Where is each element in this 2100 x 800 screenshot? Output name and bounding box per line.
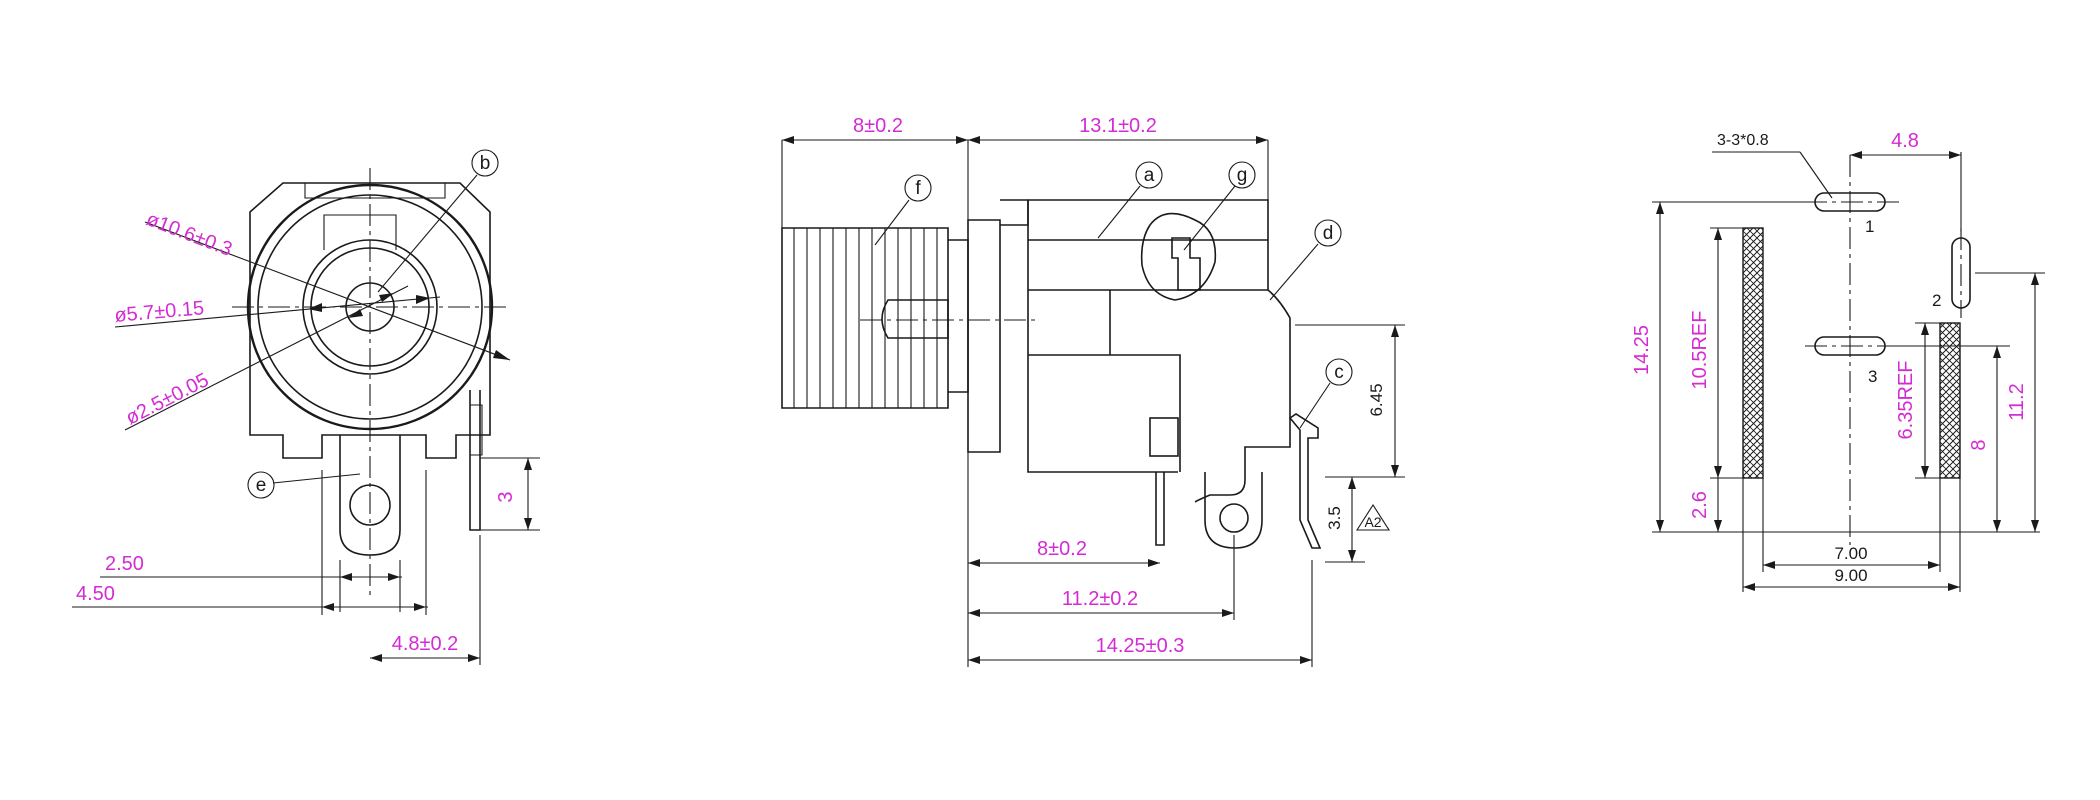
callout-b [471,149,499,177]
side-dim-height: 6.45 [1367,383,1386,416]
wall-left [1742,227,1764,479]
side-dim-pin-8: 8±0.2 [1037,538,1087,560]
callout-a [1135,161,1163,189]
side-thread [781,227,949,409]
front-dim-width-large: 4.50 [76,583,115,605]
svg-text:2: 2 [1932,291,1941,310]
svg-text:3: 3 [1868,367,1877,386]
side-flange [967,219,1001,453]
side-body [1028,199,1291,503]
footprint-view: 1 2 3 3-3*0.8 4.8 14.25 10.5REF 2.6 [1631,130,2045,592]
svg-text:a: a [1144,165,1155,186]
slot-spec: 3-3*0.8 [1717,132,1769,149]
callout-f [904,174,932,202]
svg-text:1: 1 [1865,217,1874,236]
footprint-dim-inner-width: 7.00 [1834,544,1867,563]
side-dim-body-length: 13.1±0.2 [1079,115,1157,137]
front-dim-mid-diameter: ø5.7±0.15 [114,297,205,327]
front-dim-pin-offset: 4.8±0.2 [392,633,459,655]
callout-c [1325,358,1353,386]
svg-text:f: f [915,178,921,199]
footprint-dim-left-ref: 10.5REF [1689,311,1711,390]
footprint-dim-total-height: 14.25 [1631,325,1653,375]
front-dim-inner-diameter: ø2.5±0.05 [122,369,212,429]
front-dim-outer-diameter: ø10.6±0.3 [143,208,235,261]
footprint-dim-outer-width: 9.00 [1834,566,1867,585]
side-spring-pin [1288,413,1322,549]
side-dim-pin-drop: 3.5 [1325,506,1344,530]
front-dim-pin-height: 3 [495,491,517,502]
front-pin [339,435,401,556]
front-dim-width-small: 2.50 [105,553,144,575]
svg-text:g: g [1237,165,1248,186]
footprint-dim-top-offset: 4.8 [1891,130,1919,152]
side-dim-thread-length: 8±0.2 [853,115,903,137]
callout-g [1228,161,1256,189]
side-dim-pin-11: 11.2±0.2 [1062,588,1138,610]
svg-text:A2: A2 [1364,514,1381,530]
wall-right [1939,322,1961,479]
revision-triangle [1355,503,1391,531]
front-view: 3 2.50 4.50 4.8±0.2 ø10.6±0.3 ø5.7±0.15 … [72,149,540,665]
footprint-dim-right-ref: 6.35REF [1895,361,1917,440]
svg-text:e: e [256,475,267,496]
svg-text:c: c [1334,362,1344,383]
svg-text:b: b [480,153,491,174]
footprint-dim-right-height: 11.2 [2006,383,2028,420]
side-view: 8±0.2 13.1±0.2 8±0.2 11.2±0.2 14.25±0.3 … [781,115,1405,667]
callout-d [1314,219,1342,247]
footprint-dim-bottom-left: 2.6 [1689,491,1711,519]
side-dim-total-length: 14.25±0.3 [1096,635,1185,657]
callout-e [247,471,275,499]
svg-text:d: d [1323,223,1334,244]
footprint-dim-right-inner: 8 [1968,439,1990,450]
